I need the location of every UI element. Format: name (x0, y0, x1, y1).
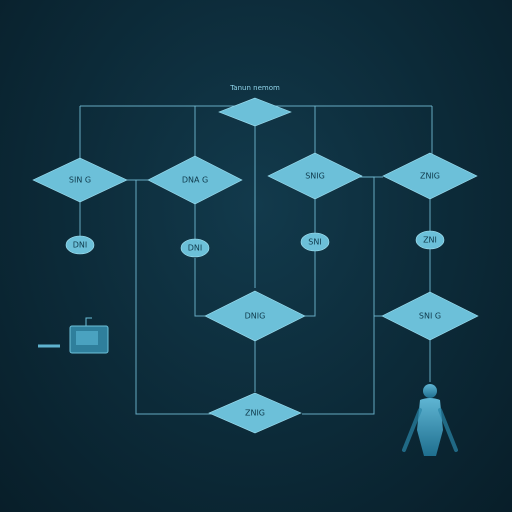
decision-node-3-label: SNIG (305, 172, 325, 181)
decision-node-1[interactable]: SIN G (32, 157, 128, 203)
decision-node-right-label: SNI G (419, 312, 441, 321)
decision-node-right[interactable]: SNI G (381, 291, 479, 341)
connector-lines (79, 105, 433, 415)
terminal-node-3-label: SNI (308, 238, 321, 247)
terminal-node-1[interactable]: DNI (65, 235, 95, 255)
decision-node-4[interactable]: ZNIG (382, 152, 478, 200)
decision-node-3[interactable]: SNIG (267, 152, 363, 200)
decision-node-middle[interactable]: DNIG (204, 290, 306, 342)
terminal-node-2-label: DNI (188, 244, 203, 253)
end-decision-label: ZNIG (245, 409, 265, 418)
start-decision[interactable] (218, 97, 292, 127)
person-icon (402, 384, 458, 456)
decision-node-2-label: DNA G (182, 176, 208, 185)
decision-node-4-label: ZNIG (420, 172, 440, 181)
decision-node-middle-label: DNIG (245, 312, 266, 321)
diagram-title: Tanun nemom (229, 84, 280, 92)
terminal-node-1-label: DNI (73, 241, 88, 250)
decision-node-1-label: SIN G (69, 176, 91, 185)
decision-node-2[interactable]: DNA G (147, 155, 243, 205)
terminal-node-3[interactable]: SNI (300, 232, 330, 252)
laptop-icon (38, 317, 109, 354)
end-decision[interactable]: ZNIG (208, 392, 302, 434)
terminal-node-2[interactable]: DNI (180, 238, 210, 258)
terminal-node-4[interactable]: ZNI (415, 230, 445, 250)
terminal-node-4-label: ZNI (423, 236, 437, 245)
